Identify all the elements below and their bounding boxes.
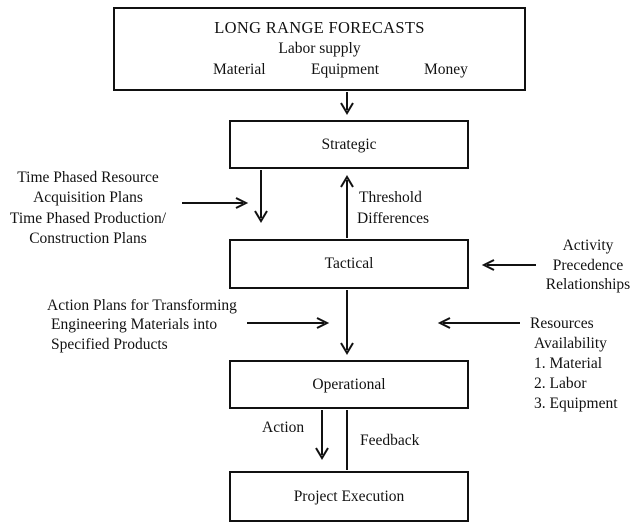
arrowhead-action-plans (316, 317, 330, 329)
production-plans-line-1: Time Phased Production/ (9, 210, 167, 227)
action-plans-line-3: Specified Products (51, 336, 168, 353)
action-plans-line-1: Action Plans for Transforming (47, 297, 237, 314)
project-execution-box: Project Execution (229, 471, 469, 522)
resources-item-labor: 2. Labor (534, 375, 587, 392)
activity-line-2: Precedence (552, 257, 624, 274)
tactical-box: Tactical (229, 239, 469, 289)
long-range-title: LONG RANGE FORECASTS (214, 18, 425, 37)
project-execution-label: Project Execution (293, 488, 405, 505)
resources-item-material: 1. Material (534, 355, 603, 372)
resources-line-1: Resources (530, 315, 594, 332)
action-plans-line-2: Engineering Materials into (51, 316, 218, 333)
arrowhead-action-down (315, 447, 329, 460)
material-label: Material (213, 61, 266, 78)
strategic-label: Strategic (321, 136, 377, 153)
arrowhead-tactical-to-operational (340, 342, 354, 355)
arrowhead-forecasts-to-strategic (340, 102, 354, 115)
resource-plans-line-2: Acquisition Plans (33, 189, 143, 206)
operational-box: Operational (229, 360, 469, 409)
arrowhead-resource-plans (235, 197, 249, 209)
threshold-line-1: Threshold (359, 189, 422, 206)
labor-supply-label: Labor supply (278, 40, 361, 57)
activity-line-1: Activity (562, 237, 614, 254)
arrowhead-resources-availability (437, 317, 451, 329)
long-range-forecasts-box: LONG RANGE FORECASTS Labor supply Materi… (113, 7, 526, 91)
resources-item-equipment: 3. Equipment (534, 395, 618, 412)
activity-line-3: Relationships (545, 276, 631, 293)
feedback-label: Feedback (360, 432, 420, 449)
production-plans-line-2: Construction Plans (29, 230, 147, 247)
action-label: Action (262, 419, 305, 436)
arrowhead-activity-precedence (481, 259, 495, 271)
resources-line-2: Availability (534, 335, 607, 352)
arrowhead-strategic-to-tactical (254, 210, 268, 223)
threshold-line-2: Differences (357, 210, 430, 227)
tactical-label: Tactical (324, 255, 374, 272)
resource-plans-line-1: Time Phased Resource (17, 169, 159, 186)
equipment-label: Equipment (311, 61, 380, 78)
arrowhead-threshold-up (340, 175, 354, 188)
strategic-box: Strategic (229, 120, 469, 169)
money-label: Money (424, 61, 468, 78)
operational-label: Operational (312, 376, 386, 393)
